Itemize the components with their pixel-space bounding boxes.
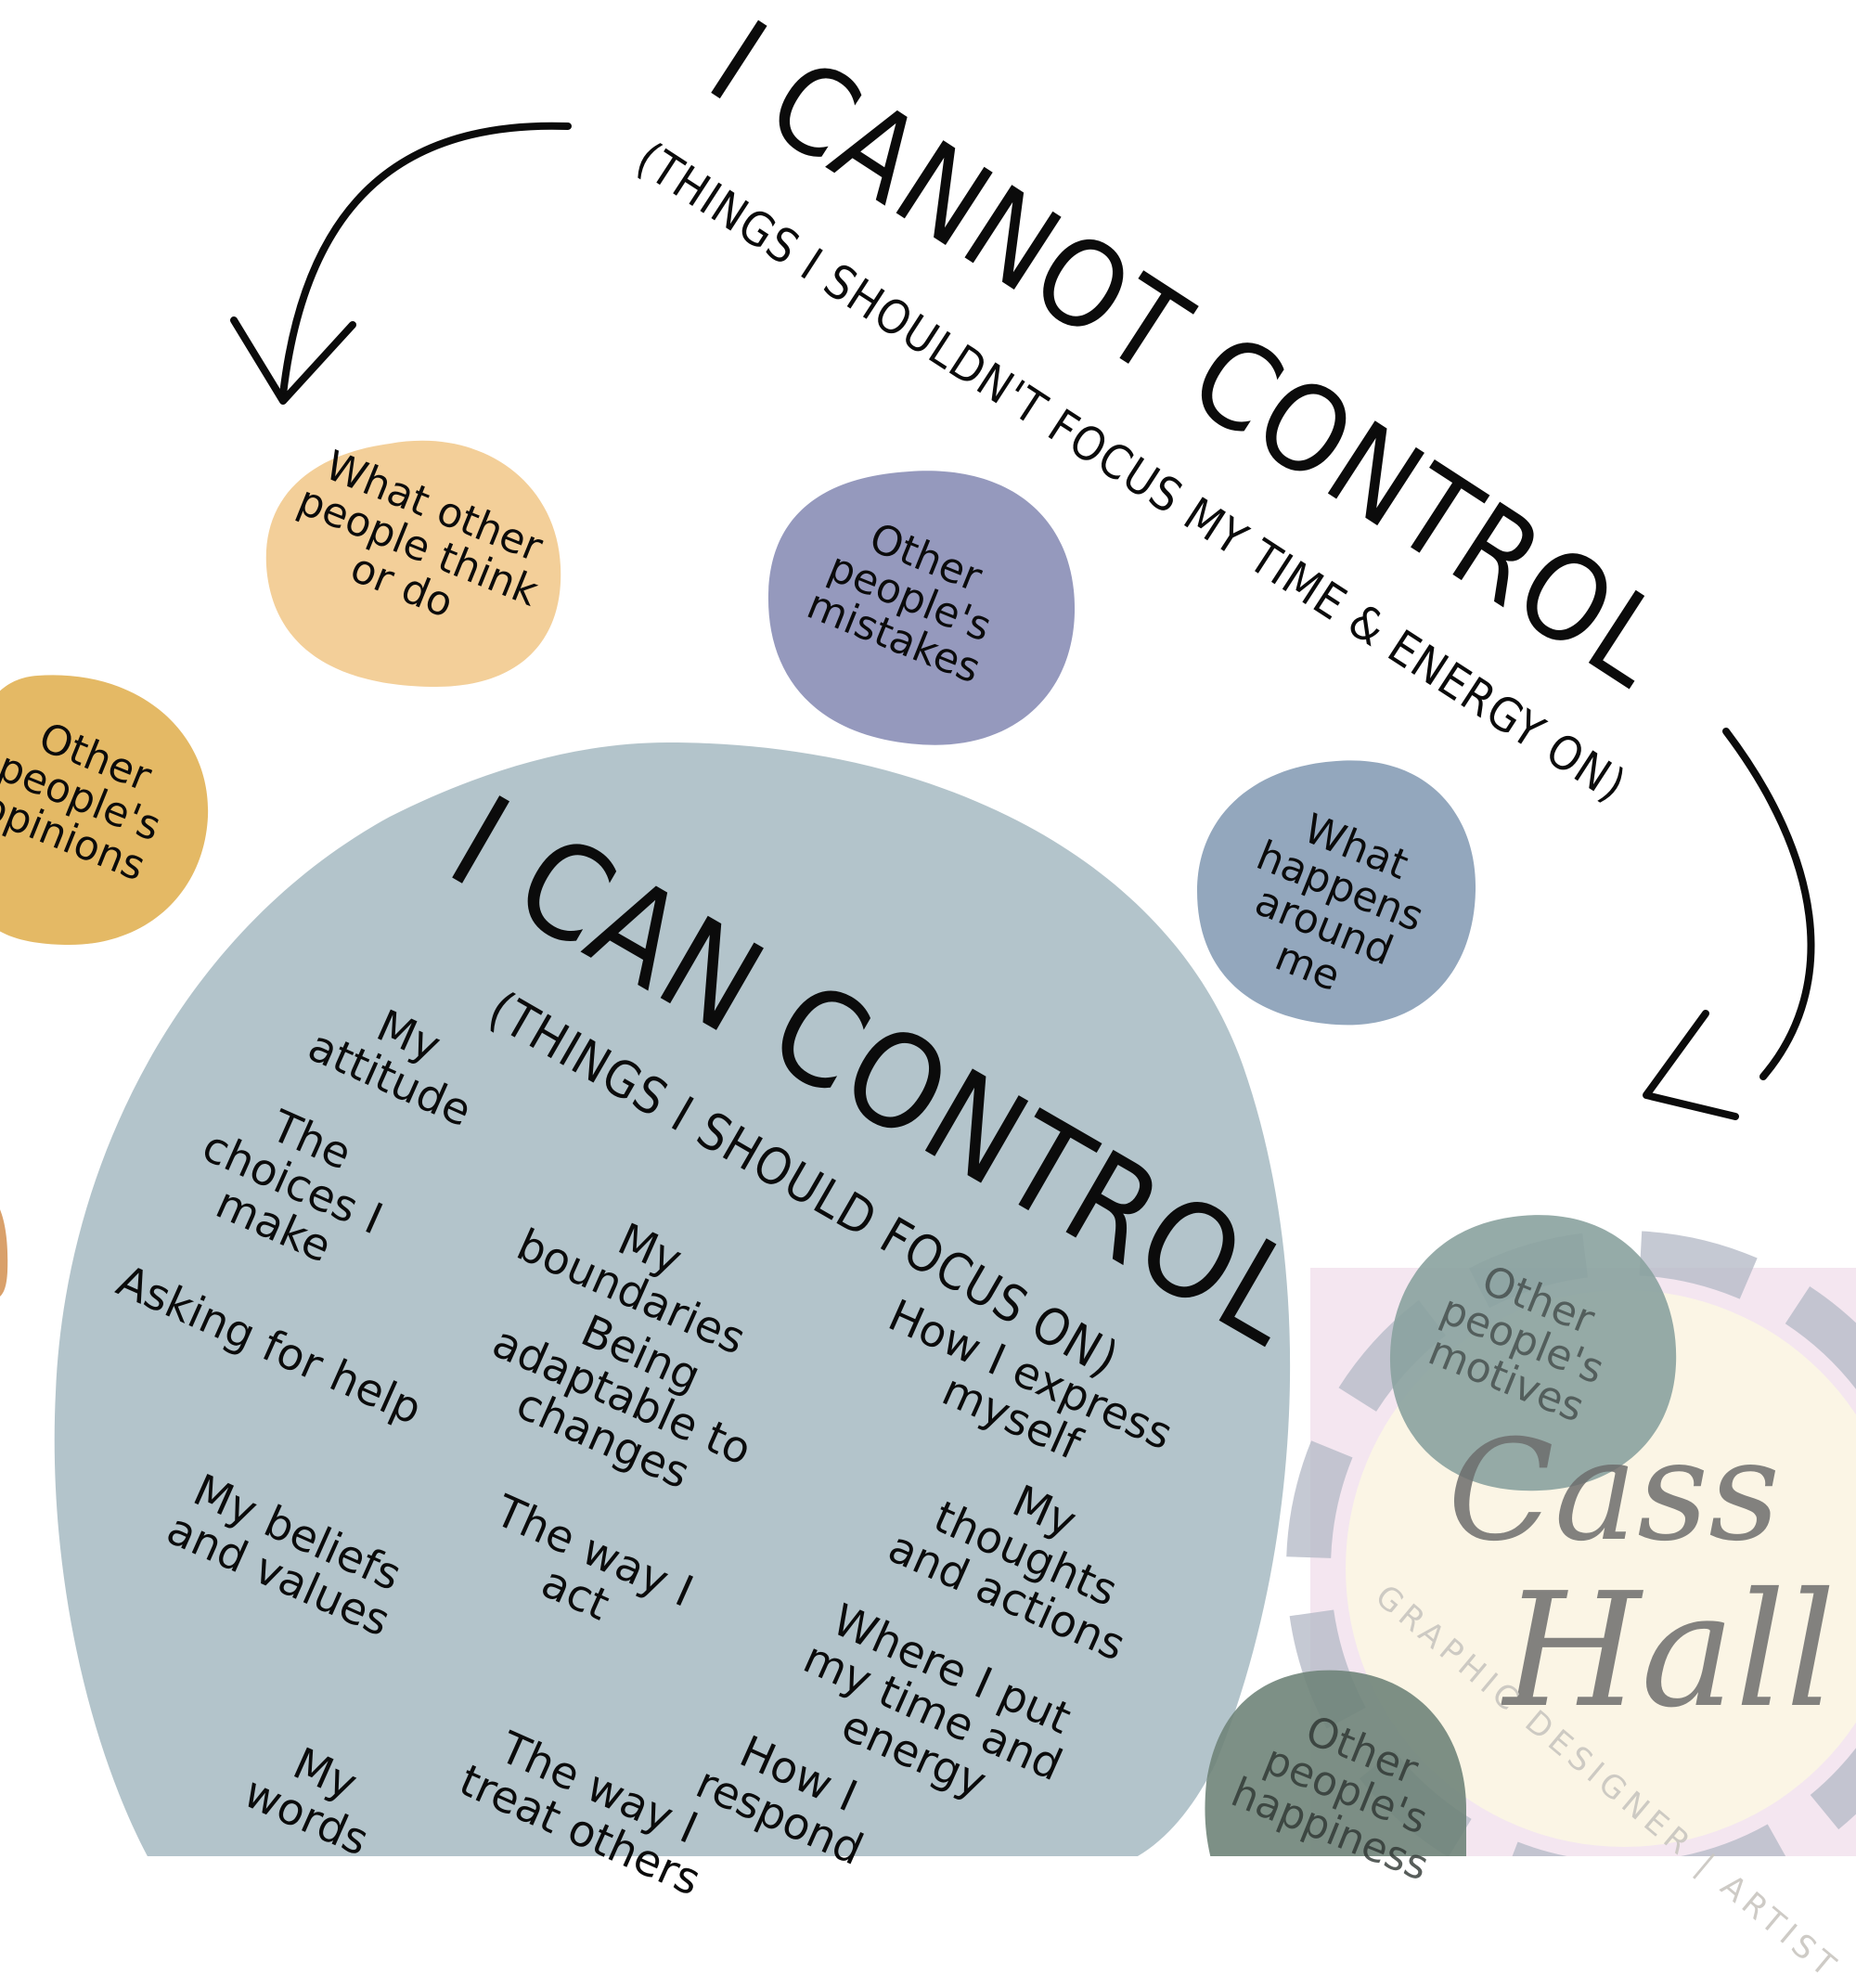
bubble-what-others-think	[265, 440, 561, 687]
watermark-name-line2: Hall	[1503, 1559, 1837, 1743]
right-arrow-head	[1643, 1010, 1739, 1120]
watermark-name-line1: Cass	[1448, 1411, 1781, 1572]
bubble-what-happens	[1197, 760, 1476, 1026]
bubble-others-opinions	[0, 675, 209, 946]
bubble-others-happiness	[1205, 1670, 1466, 1856]
right-arrow-curve	[1722, 728, 1815, 1080]
can-control-circle	[54, 742, 1291, 1856]
bubble-others-mistakes	[767, 471, 1076, 745]
bubble-others-motives	[1389, 1215, 1677, 1491]
left-arrow-curve	[279, 122, 572, 398]
bubble-edge-orange	[0, 1209, 8, 1297]
poster-graphics	[0, 122, 1856, 1856]
left-arrow-head	[230, 316, 356, 405]
